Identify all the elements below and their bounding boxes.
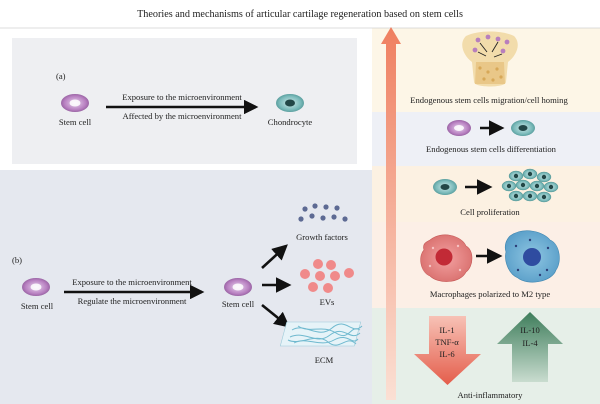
- stem-cell-label: Stem cell: [58, 117, 92, 127]
- m1-macrophage-icon: [420, 234, 473, 282]
- stem-cell-label: Stem cell: [221, 299, 255, 309]
- growth-factors-label: Growth factors: [296, 232, 348, 242]
- pro-inflammatory-decrease-arrow: [414, 316, 481, 385]
- chondrocyte-icon: [511, 120, 535, 136]
- stem-cell-label: Stem cell: [20, 301, 54, 311]
- panel-a-arrow-top-label: Exposure to the microenvironment: [122, 92, 242, 102]
- cell-homing-icon: [462, 31, 518, 87]
- growth-factors-icon: [298, 203, 348, 222]
- panel-a-arrow-bottom-label: Affected by the microenvironment: [122, 111, 242, 121]
- stem-cell-icon: [61, 94, 89, 112]
- proliferation-label: Cell proliferation: [460, 207, 520, 217]
- anti-inflammatory-increase-arrow: [497, 312, 563, 382]
- tnf-alpha-label: TNF-α: [435, 337, 459, 347]
- m2-macrophage-icon: [504, 230, 560, 283]
- chondrocyte-icon: [276, 94, 304, 112]
- evs-label: EVs: [319, 297, 335, 307]
- chondrocyte-label: Chondrocyte: [267, 117, 313, 127]
- arrow-to-ecm: [261, 303, 291, 328]
- differentiation-label: Endogenous stem cells differentiation: [426, 144, 556, 154]
- stem-cell-icon: [224, 278, 252, 296]
- panel-b-arrow-bottom-label: Regulate the microenvironment: [77, 296, 187, 306]
- progression-arrow: [381, 27, 401, 400]
- stem-cell-icon: [447, 120, 471, 136]
- proliferated-cells-icon: [501, 168, 559, 203]
- il10-label: IL-10: [520, 325, 540, 335]
- panel-a-label: (a): [56, 71, 66, 81]
- stem-cell-icon: [433, 179, 457, 195]
- anti-inflammatory-background: [372, 308, 600, 404]
- anti-inflammatory-label: Anti-inflammatory: [457, 390, 523, 400]
- evs-icon: [300, 259, 354, 293]
- panel-b-arrow-top-label: Exposure to the microenvironment: [72, 277, 192, 287]
- il6-label: IL-6: [439, 349, 455, 359]
- macrophage-label: Macrophages polarized to M2 type: [429, 289, 551, 299]
- macrophage-background: [372, 222, 600, 308]
- il4-label: IL-4: [522, 338, 538, 348]
- panel-b-label: (b): [12, 255, 23, 265]
- stem-cell-icon: [22, 278, 50, 296]
- arrow-to-growth-factors: [261, 244, 288, 269]
- il1-label: IL-1: [439, 325, 455, 335]
- ecm-icon: [279, 321, 363, 347]
- differentiation-background: [372, 112, 600, 166]
- homing-label: Endogenous stem cells migration/cell hom…: [410, 95, 568, 105]
- ecm-label: ECM: [314, 355, 334, 365]
- diagram-title: Theories and mechanisms of articular car…: [137, 9, 463, 20]
